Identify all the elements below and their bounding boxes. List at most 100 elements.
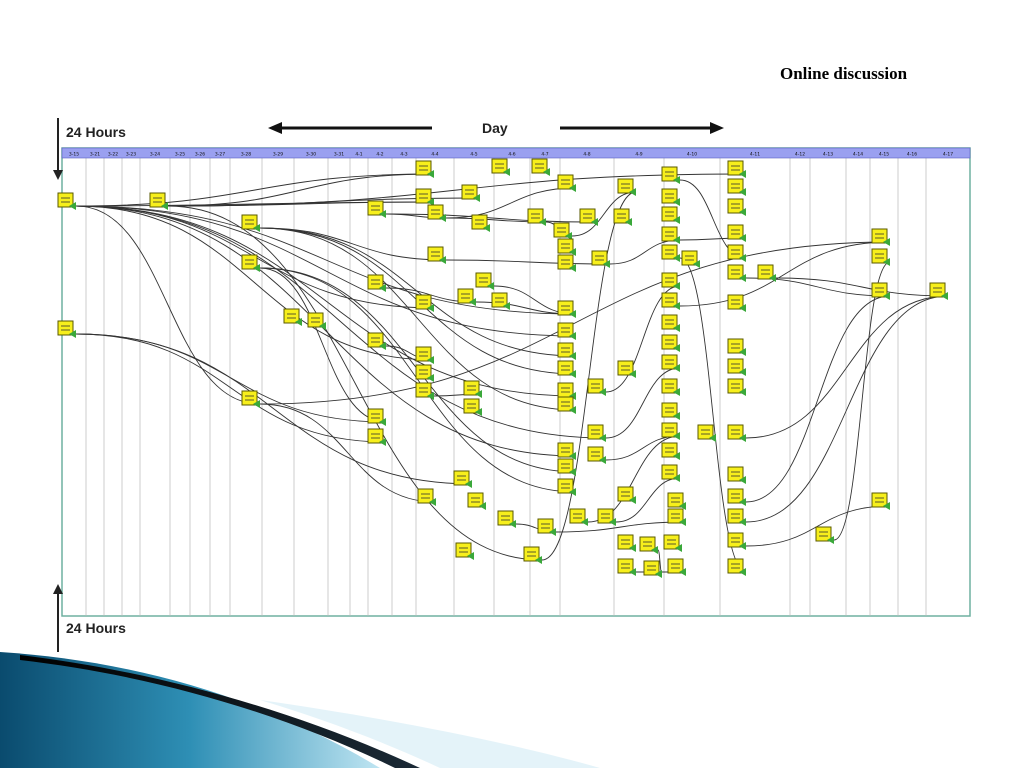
post-node bbox=[929, 282, 948, 300]
reply-arrow-icon bbox=[469, 298, 476, 306]
post-node bbox=[661, 206, 680, 224]
date-label: 4-10 bbox=[687, 152, 697, 158]
post-node bbox=[661, 378, 680, 396]
reply-arrow-icon bbox=[673, 364, 680, 372]
reply-connector bbox=[75, 205, 577, 315]
post-node bbox=[591, 250, 610, 268]
date-label: 4-16 bbox=[907, 152, 917, 158]
reply-connector bbox=[75, 205, 607, 439]
diagram-frame bbox=[61, 147, 971, 617]
post-node bbox=[617, 178, 636, 196]
reply-arrow-icon bbox=[629, 544, 636, 552]
post-node bbox=[661, 292, 680, 310]
reply-arrow-icon bbox=[739, 188, 746, 196]
reply-arrow-icon bbox=[629, 370, 636, 378]
date-label: 4-6 bbox=[508, 152, 515, 158]
post-node bbox=[367, 274, 386, 292]
post-node bbox=[463, 380, 482, 398]
date-header-band bbox=[61, 147, 971, 159]
date-label: 3-28 bbox=[241, 152, 251, 158]
post-node bbox=[617, 534, 636, 552]
reply-connector bbox=[259, 403, 437, 503]
date-label: 3-30 bbox=[306, 152, 316, 158]
reply-connector bbox=[259, 241, 891, 405]
reply-arrow-icon bbox=[739, 434, 746, 442]
post-node bbox=[661, 314, 680, 332]
reply-arrow-icon bbox=[599, 434, 606, 442]
reply-arrow-icon bbox=[253, 264, 260, 272]
day-grid-lines bbox=[85, 148, 927, 616]
post-node bbox=[307, 312, 326, 330]
post-node bbox=[557, 396, 576, 414]
post-node bbox=[661, 464, 680, 482]
reply-arrow-icon bbox=[599, 456, 606, 464]
post-node bbox=[643, 560, 662, 578]
post-node bbox=[523, 546, 542, 564]
reply-connector bbox=[259, 267, 387, 423]
reply-arrow-icon bbox=[427, 170, 434, 178]
post-node bbox=[727, 198, 746, 216]
reply-arrow-icon bbox=[673, 324, 680, 332]
post-node bbox=[587, 378, 606, 396]
date-label: 3-29 bbox=[273, 152, 283, 158]
reply-arrow-icon bbox=[673, 452, 680, 460]
reply-arrow-icon bbox=[379, 438, 386, 446]
post-node bbox=[557, 342, 576, 360]
post-node bbox=[667, 508, 686, 526]
bottom-hours-arrowhead bbox=[53, 584, 63, 594]
reply-connector bbox=[75, 205, 261, 405]
post-node bbox=[557, 238, 576, 256]
date-label: 4-4 bbox=[431, 152, 438, 158]
reply-arrow-icon bbox=[253, 224, 260, 232]
reply-arrow-icon bbox=[739, 304, 746, 312]
reply-arrow-icon bbox=[569, 406, 576, 414]
post-node bbox=[367, 408, 386, 426]
post-node bbox=[661, 226, 680, 244]
reply-connector bbox=[775, 277, 949, 297]
reply-arrow-icon bbox=[673, 254, 680, 262]
post-node bbox=[557, 174, 576, 192]
reply-connector bbox=[75, 333, 387, 443]
reply-arrow-icon bbox=[253, 400, 260, 408]
reply-arrow-icon bbox=[941, 292, 948, 300]
post-node bbox=[727, 264, 746, 282]
date-label: 3-31 bbox=[334, 152, 344, 158]
reply-arrow-icon bbox=[739, 542, 746, 550]
reply-arrow-icon bbox=[549, 528, 556, 536]
reply-connector bbox=[679, 257, 747, 573]
reply-arrow-icon bbox=[379, 284, 386, 292]
post-node bbox=[241, 214, 260, 232]
reply-connector bbox=[605, 367, 681, 439]
post-node bbox=[757, 264, 776, 282]
reply-connector bbox=[75, 205, 577, 397]
post-node bbox=[455, 542, 474, 560]
post-node bbox=[661, 244, 680, 262]
post-node bbox=[57, 320, 76, 338]
reply-arrow-icon bbox=[675, 544, 682, 552]
reply-arrow-icon bbox=[883, 502, 890, 510]
reply-arrow-icon bbox=[473, 194, 480, 202]
reply-arrow-icon bbox=[673, 198, 680, 206]
reply-connector bbox=[745, 505, 891, 547]
post-node bbox=[457, 288, 476, 306]
reply-arrow-icon bbox=[503, 302, 510, 310]
reply-arrow-icon bbox=[569, 452, 576, 460]
reply-arrow-icon bbox=[465, 480, 472, 488]
post-node bbox=[587, 446, 606, 464]
reply-arrow-icon bbox=[503, 168, 510, 176]
reply-arrow-icon bbox=[569, 468, 576, 476]
date-label: 4-5 bbox=[470, 152, 477, 158]
reply-connector bbox=[259, 227, 577, 411]
date-label: 4-1 bbox=[355, 152, 362, 158]
post-node bbox=[491, 158, 510, 176]
post-node bbox=[661, 422, 680, 440]
reply-arrow-icon bbox=[467, 552, 474, 560]
reply-arrow-icon bbox=[427, 374, 434, 382]
post-node bbox=[661, 166, 680, 184]
reply-arrow-icon bbox=[629, 188, 636, 196]
post-node bbox=[661, 442, 680, 460]
post-node bbox=[639, 536, 658, 554]
reply-arrow-icon bbox=[427, 356, 434, 364]
reply-connector bbox=[445, 259, 611, 265]
reply-arrow-icon bbox=[569, 488, 576, 496]
